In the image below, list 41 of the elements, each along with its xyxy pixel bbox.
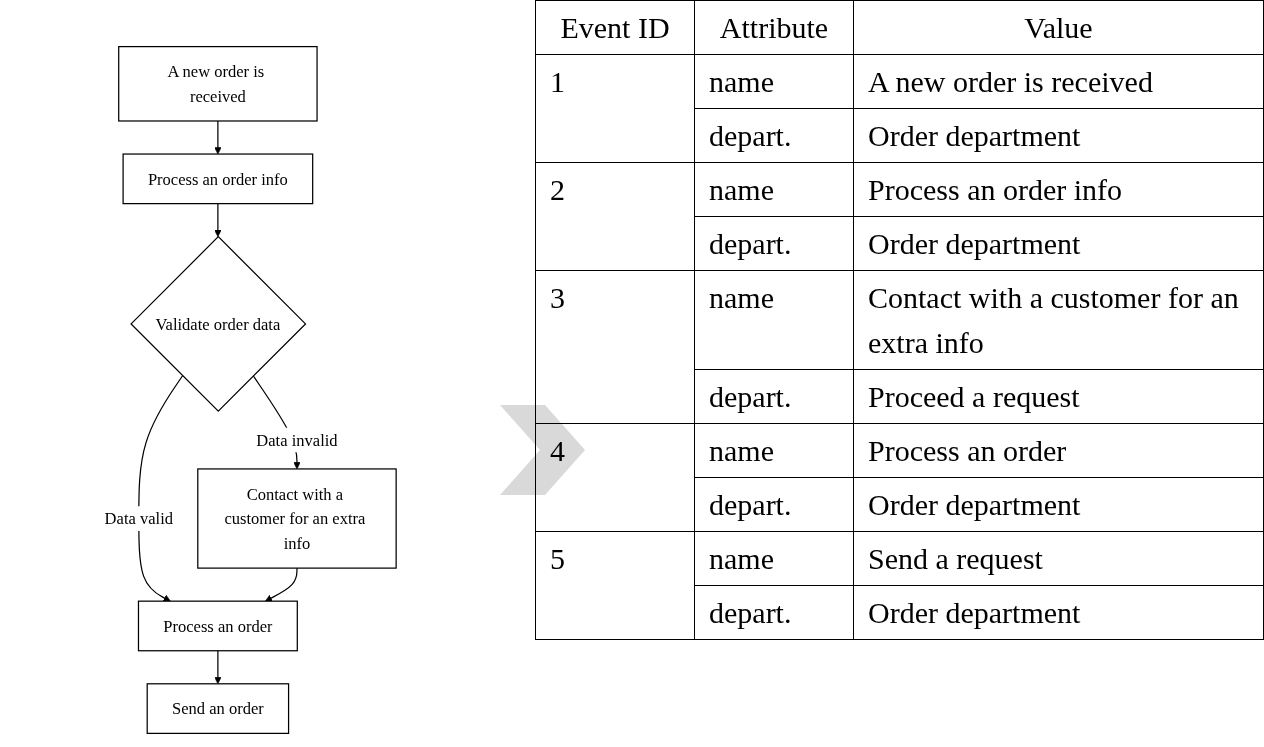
table-cell: Send a request [853,531,1264,586]
table-cell: depart. [694,108,854,163]
table-cell: depart. [694,585,854,640]
node-box: Process an order [137,600,298,652]
table-cell: Order department [853,477,1264,532]
table-cell: name [694,531,854,586]
edge-label: Data valid [104,509,173,528]
table-cell: 2 [535,162,695,271]
node-box: A new order is received [117,46,318,122]
table-cell: 4 [535,423,695,532]
table-cell: depart. [694,369,854,424]
table-cell: Contact with a customer for an extra info [853,270,1264,370]
table-cell: Process an order [853,423,1264,478]
table-cell: 1 [535,54,695,163]
node-box: Contact with a customer for an extra info [196,468,397,569]
table-cell: Order department [853,216,1264,271]
node-diamond: Validate order data [129,235,306,412]
arrow [137,375,183,602]
table-cell: Process an order info [853,162,1264,217]
table-cell: name [694,54,854,109]
column-header: Value [853,0,1264,55]
node-box: Send an order [146,683,289,734]
node-box: Process an order info [122,153,313,205]
column-header: Event ID [535,0,695,55]
arrow [213,120,222,155]
arrow [213,203,222,237]
table-cell: A new order is received [853,54,1264,109]
table-cell: Order department [853,108,1264,163]
arrow [264,567,298,602]
table-cell: name [694,423,854,478]
table-cell: 3 [535,270,695,424]
table-cell: name [694,162,854,217]
edge-label: Data invalid [255,430,338,450]
table-cell: depart. [694,216,854,271]
column-header: Attribute [694,0,854,55]
table-cell: name [694,270,854,370]
table-cell: depart. [694,477,854,532]
table-cell: Order department [853,585,1264,640]
table-cell: 5 [535,531,695,640]
arrow [213,650,222,685]
table-cell: Proceed a request [853,369,1264,424]
